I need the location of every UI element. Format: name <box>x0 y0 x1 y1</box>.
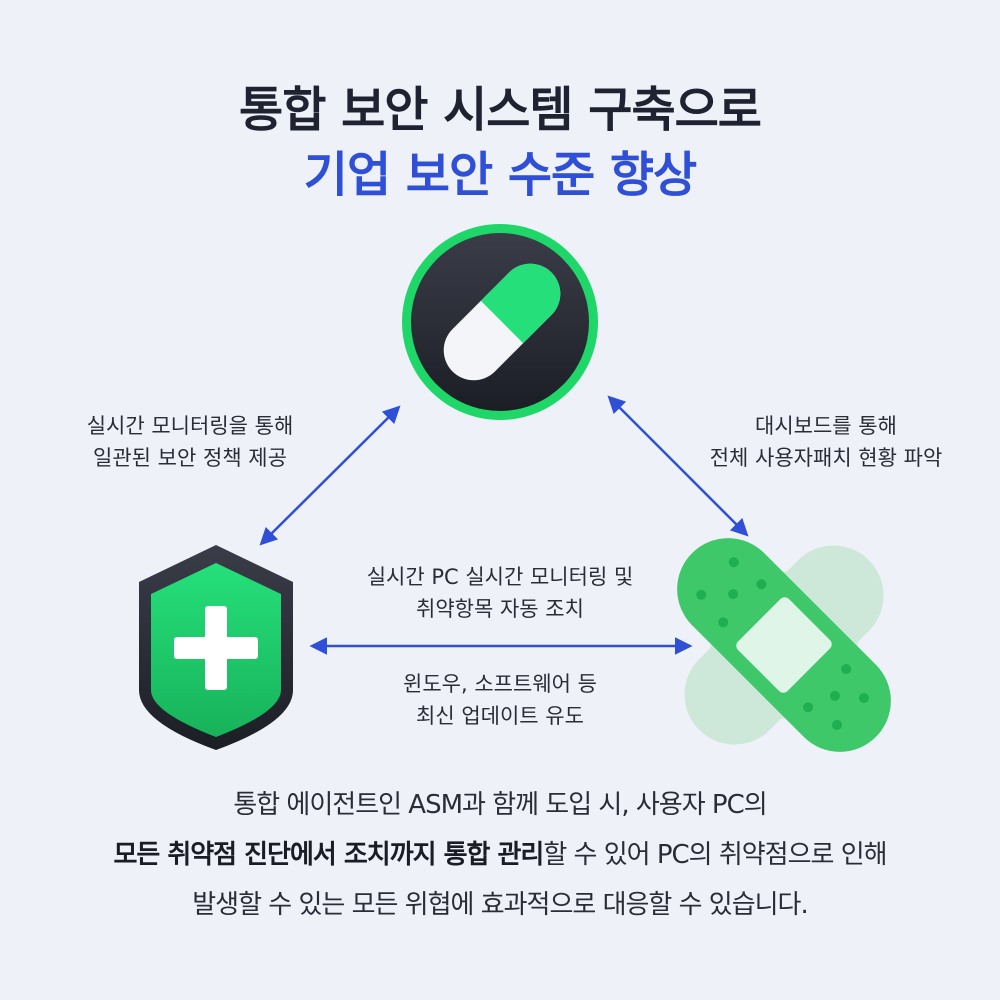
bottom-line-2: 모든 취약점 진단에서 조치까지 통합 관리할 수 있어 PC의 취약점으로 인… <box>0 830 1000 880</box>
label-left-top: 실시간 모니터링을 통해 일관된 보안 정책 제공 <box>86 414 294 470</box>
bottom-description: 통합 에이전트인 ASM과 함께 도입 시, 사용자 PC의 모든 취약점 진단… <box>0 780 1000 930</box>
shield-plus-icon <box>139 545 293 750</box>
bottom-line-3: 발생할 수 있는 모든 위협에 효과적으로 대응할 수 있습니다. <box>192 890 808 920</box>
bottom-line-2-rest: 할 수 있어 PC의 취약점으로 인해 <box>543 840 887 870</box>
bottom-line-2-bold: 모든 취약점 진단에서 조치까지 통합 관리 <box>113 840 544 870</box>
title-line-2: 기업 보안 수준 향상 <box>303 147 697 203</box>
arrow-top-right <box>607 395 749 537</box>
label-middle-lower: 윈도우, 소프트웨어 등 최신 업데이트 유도 <box>403 672 597 728</box>
title-line-1: 통합 보안 시스템 구축으로 <box>239 82 762 138</box>
bandage-icon <box>677 538 891 752</box>
arrow-top-left <box>259 405 401 546</box>
pill-icon <box>402 224 598 420</box>
label-right-top: 대시보드를 통해 전체 사용자패치 현황 파악 <box>709 414 943 470</box>
bottom-line-1: 통합 에이전트인 ASM과 함께 도입 시, 사용자 PC의 <box>233 790 767 820</box>
label-middle-upper: 실시간 PC 실시간 모니터링 및 취약항목 자동 조치 <box>366 565 634 621</box>
